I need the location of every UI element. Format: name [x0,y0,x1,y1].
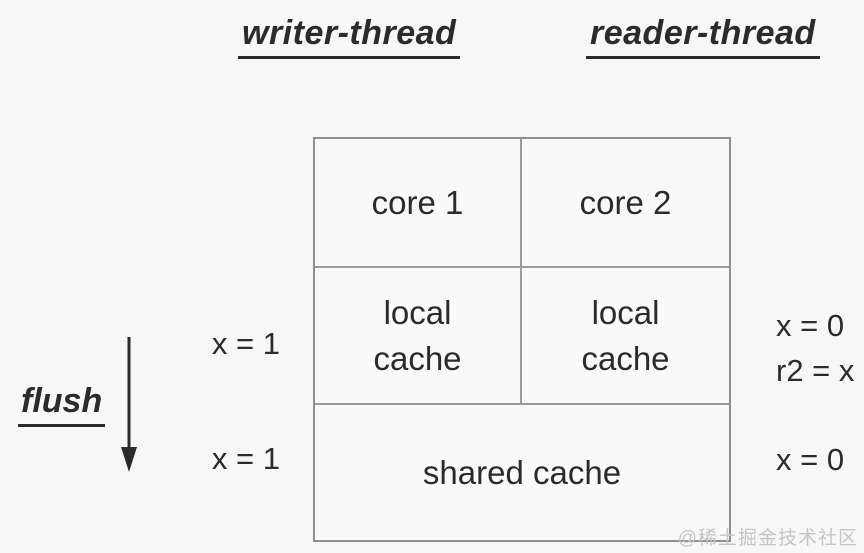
reader-thread-label: reader-thread [586,14,820,59]
writer-shared-cache-value: x = 1 [211,441,280,476]
cache-hierarchy-table: core 1 core 2 local cache local cache sh… [313,137,731,542]
shared-cache-cell: shared cache [315,405,729,540]
reader-local-cache-values: x = 0 r2 = x [776,303,854,393]
writer-local-cache-value: x = 1 [211,326,280,361]
core1-cell: core 1 [315,139,522,268]
local-cache-left-cell: local cache [315,268,522,405]
flush-arrow-icon [121,337,137,472]
core2-label: core 2 [579,183,672,221]
shared-cache-label: shared cache [422,453,622,491]
core1-label: core 1 [371,183,464,221]
local-cache-left-label: local cache [373,293,462,377]
local-cache-right-label: local cache [581,293,670,377]
reader-local-cache-value-x: x = 0 [776,308,845,343]
reader-local-cache-value-r2: r2 = x [776,353,855,388]
core2-cell: core 2 [522,139,729,268]
local-cache-right-cell: local cache [522,268,729,405]
writer-thread-label: writer-thread [238,14,461,59]
watermark-text: @稀土掘金技术社区 [677,528,858,549]
flush-label: flush [18,382,106,427]
reader-shared-cache-value: x = 0 [776,442,845,477]
